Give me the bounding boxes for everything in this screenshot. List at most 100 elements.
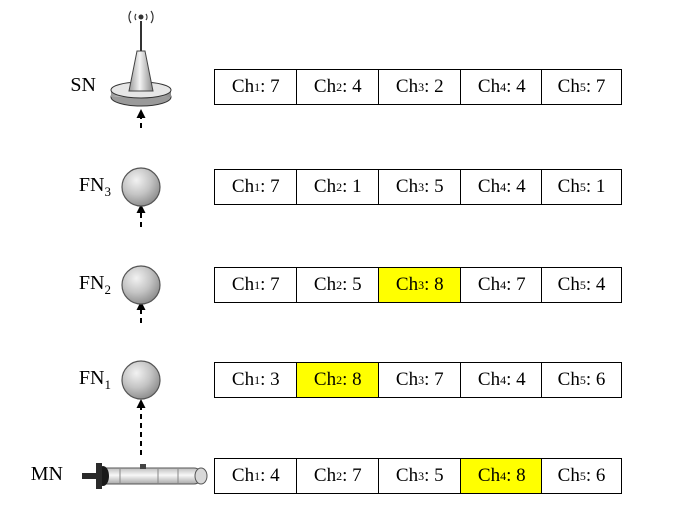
sphere-node-icon: [122, 266, 160, 304]
channel-name: Ch: [558, 76, 580, 98]
channel-value: : 7: [260, 176, 280, 198]
channel-cell: Ch2: 8: [296, 362, 380, 398]
channel-value: : 4: [342, 76, 362, 98]
channel-name: Ch: [314, 176, 336, 198]
channel-value: : 4: [506, 76, 526, 98]
channel-value: : 6: [586, 369, 606, 391]
channel-name: Ch: [558, 465, 580, 487]
signal-wave-left: [135, 14, 136, 20]
underwater-vehicle-icon: [82, 463, 207, 489]
channel-value: : 5: [424, 465, 444, 487]
channel-name: Ch: [478, 274, 500, 296]
channel-value: : 7: [424, 369, 444, 391]
channel-name: Ch: [558, 369, 580, 391]
node-label-main: SN: [70, 74, 96, 96]
channel-value: : 4: [260, 465, 280, 487]
channel-value: : 7: [260, 76, 280, 98]
channel-cell: Ch4: 4: [460, 69, 544, 105]
channel-name: Ch: [232, 176, 254, 198]
channel-name: Ch: [314, 369, 336, 391]
sphere-node-icon: [122, 168, 160, 206]
vehicle-hull: [98, 468, 202, 484]
signal-wave-right: [146, 14, 147, 20]
channel-name: Ch: [396, 369, 418, 391]
channel-name: Ch: [558, 274, 580, 296]
node-label-main: FN: [79, 272, 105, 294]
channel-name: Ch: [478, 369, 500, 391]
antenna-tip: [139, 15, 144, 20]
signal-wave-right: [151, 11, 153, 23]
channel-value: : 7: [342, 465, 362, 487]
channel-value: : 8: [342, 369, 362, 391]
channel-name: Ch: [314, 76, 336, 98]
vehicle-rudder: [96, 463, 102, 489]
vehicle-antenna: [140, 464, 146, 469]
channel-name: Ch: [314, 465, 336, 487]
channel-name: Ch: [396, 465, 418, 487]
channel-cell: Ch1: 7: [214, 267, 298, 303]
channel-cell: Ch3: 5: [378, 169, 462, 205]
node-label: FN1: [79, 367, 111, 393]
channel-value: : 5: [424, 176, 444, 198]
signal-wave-left: [129, 11, 131, 23]
channel-name: Ch: [232, 76, 254, 98]
sphere-node-icon: [122, 361, 160, 399]
node-label: FN2: [79, 272, 111, 298]
channel-name: Ch: [396, 76, 418, 98]
channel-name: Ch: [396, 176, 418, 198]
channel-value: : 4: [506, 369, 526, 391]
channel-value: : 7: [586, 76, 606, 98]
channel-name: Ch: [232, 274, 254, 296]
channel-value: : 1: [342, 176, 362, 198]
node-label: MN: [31, 463, 63, 489]
node-label-main: FN: [79, 367, 105, 389]
channel-value: : 3: [260, 369, 280, 391]
node-label: SN: [70, 74, 96, 100]
channel-value: : 4: [586, 274, 606, 296]
vehicle-nose: [195, 468, 207, 484]
channel-name: Ch: [232, 369, 254, 391]
channel-value: : 2: [424, 76, 444, 98]
antenna-tower-icon: [111, 11, 171, 106]
channel-cell: Ch4: 7: [460, 267, 544, 303]
node-label-subscript: 2: [105, 282, 112, 297]
channel-cell: Ch5: 6: [541, 458, 622, 494]
node-label-main: FN: [79, 174, 105, 196]
node-label: FN3: [79, 174, 111, 200]
channel-value: : 8: [506, 465, 526, 487]
node-label-main: MN: [31, 463, 63, 485]
arrow-head: [137, 399, 146, 408]
channel-value: : 5: [342, 274, 362, 296]
antenna-mast: [129, 51, 153, 91]
channel-value: : 4: [506, 176, 526, 198]
channel-name: Ch: [558, 176, 580, 198]
channel-value: : 1: [586, 176, 606, 198]
channel-value: : 7: [260, 274, 280, 296]
channel-name: Ch: [396, 274, 418, 296]
channel-name: Ch: [314, 274, 336, 296]
channel-name: Ch: [478, 176, 500, 198]
node-label-subscript: 3: [105, 184, 112, 199]
channel-value: : 6: [586, 465, 606, 487]
channel-name: Ch: [232, 465, 254, 487]
channel-value: : 8: [424, 274, 444, 296]
channel-value: : 7: [506, 274, 526, 296]
channel-name: Ch: [478, 76, 500, 98]
